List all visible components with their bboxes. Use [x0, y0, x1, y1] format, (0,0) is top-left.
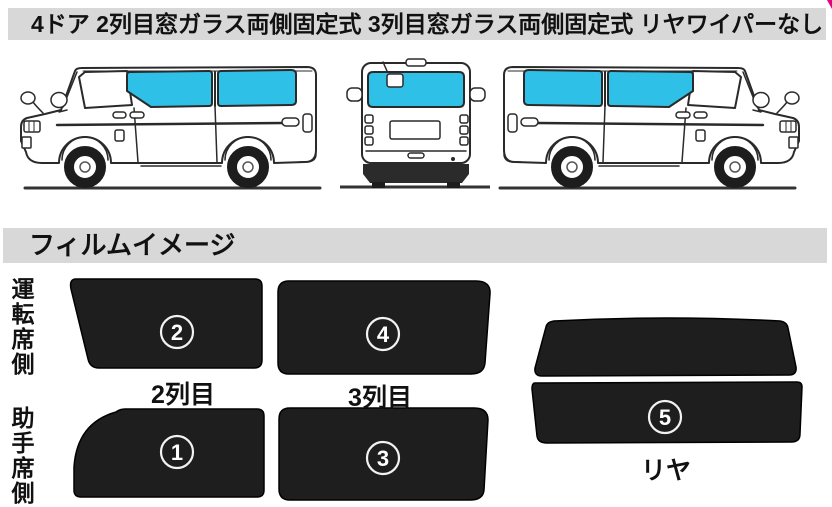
- film-rear-lower-piece: [531, 381, 803, 444]
- spec-header-text: 4ドア 2列目窓ガラス両側固定式 3列目窓ガラス両側固定式 リヤワイパーなし: [31, 11, 824, 37]
- film-number-badge: [365, 316, 401, 352]
- film-shape-4: 4: [277, 280, 491, 375]
- film-shape-5: 5: [531, 317, 803, 444]
- film-number: 2: [171, 320, 183, 345]
- film-number: 5: [659, 405, 671, 430]
- film-shape-3: 3: [278, 407, 489, 501]
- film-image-section-title: フィルムイメージ: [29, 230, 236, 260]
- van-side-view-left: [15, 55, 325, 195]
- passenger-side-label: 助手席側: [8, 406, 34, 506]
- spec-header-bar: 4ドア 2列目窓ガラス両側固定式 3列目窓ガラス両側固定式 リヤワイパーなし: [8, 8, 826, 40]
- film-number: 4: [377, 322, 390, 347]
- tinted-window-rear: [367, 71, 465, 108]
- third-row-label: 3列目: [348, 384, 412, 412]
- film-shape-2: 2: [69, 278, 263, 369]
- van-side-view-right: [495, 55, 805, 195]
- film-rear-upper-piece: [534, 317, 797, 377]
- rear-label: リヤ: [640, 457, 691, 485]
- corner-artifact: [827, 0, 832, 9]
- film-shape-1: 1: [73, 408, 265, 498]
- film-number-badge: [647, 399, 683, 435]
- driver-side-label: 運転席側: [8, 277, 34, 377]
- film-number: 1: [171, 440, 183, 465]
- van-rear-view: [340, 58, 490, 189]
- film-number-badge: [365, 440, 401, 476]
- film-number-badge: [159, 314, 195, 350]
- second-row-label: 2列目: [151, 381, 215, 409]
- film-number-badge: [159, 434, 195, 470]
- film-image-section-bar: フィルムイメージ: [3, 228, 827, 263]
- film-number: 3: [377, 446, 389, 471]
